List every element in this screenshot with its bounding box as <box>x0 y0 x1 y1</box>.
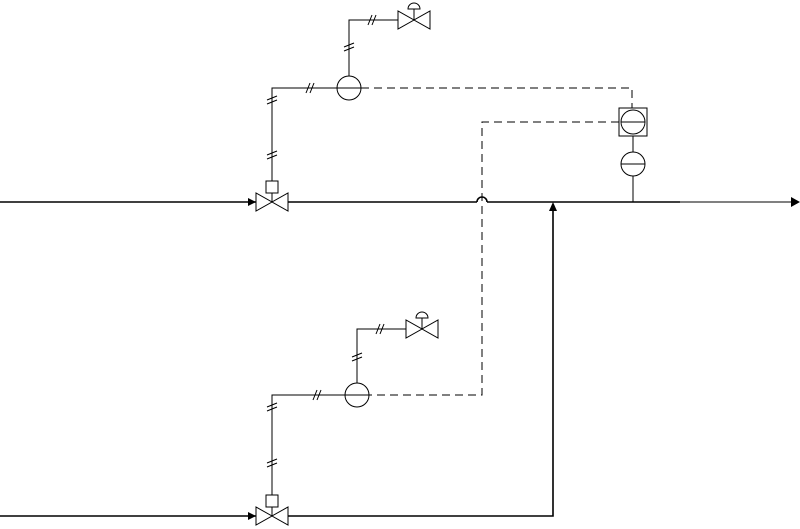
main-process-line <box>0 196 800 207</box>
lower-supply-line <box>351 323 406 383</box>
outlet-arrow-icon <box>791 197 800 207</box>
lower-signal-line-dashed <box>369 121 619 396</box>
upper-signal-line-dashed <box>361 87 633 108</box>
flow-element <box>620 136 646 202</box>
upper-supply-line <box>343 14 398 76</box>
upper-pneumatic-signal-line <box>266 82 337 181</box>
lower-controller <box>344 382 370 408</box>
lower-pneumatic-signal-line <box>266 389 345 495</box>
bottom-process-line <box>0 202 557 520</box>
ratio-station <box>618 107 648 137</box>
upper-controller <box>336 75 362 101</box>
upper-control-valve <box>255 180 289 212</box>
lower-control-valve <box>255 494 289 526</box>
junction-arrow-icon <box>549 202 557 211</box>
upper-hand-valve <box>397 2 431 30</box>
lower-hand-valve <box>405 311 439 339</box>
